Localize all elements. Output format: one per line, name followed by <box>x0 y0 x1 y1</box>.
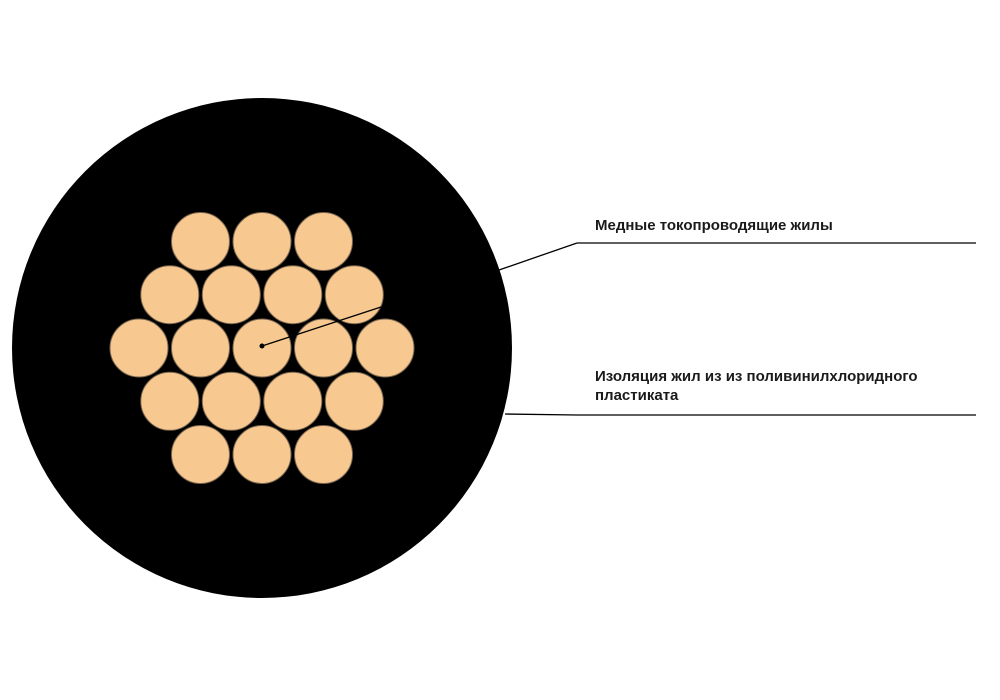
copper-strand-17 <box>171 425 230 484</box>
leader-line-conductors-dot <box>259 343 265 349</box>
copper-strand-5 <box>201 265 261 325</box>
copper-strand-7 <box>324 265 384 325</box>
copper-strand-16 <box>324 371 384 431</box>
copper-strand-19 <box>294 425 353 484</box>
leader-lines-group <box>259 242 976 416</box>
label-insulation-line2: пластиката <box>595 387 679 404</box>
copper-strand-11 <box>294 318 353 378</box>
label-insulation: Изоляция жил из из поливинилхлоридного п… <box>595 367 918 405</box>
copper-strand-13 <box>140 371 200 431</box>
copper-strands-group <box>109 212 415 484</box>
copper-strand-1 <box>171 212 230 271</box>
label-insulation-line1: Изоляция жил из из поливинилхлоридного <box>595 368 918 385</box>
copper-strand-12 <box>355 318 415 378</box>
copper-strand-9 <box>171 318 230 378</box>
copper-strand-14 <box>201 371 261 431</box>
copper-strand-18 <box>232 425 292 484</box>
copper-strand-3 <box>294 212 353 271</box>
copper-strand-4 <box>140 265 200 325</box>
leader-line-conductors-outer <box>498 242 578 271</box>
leader-line-insulation-inner <box>504 413 578 416</box>
copper-strand-6 <box>263 265 323 325</box>
leader-line-conductors-diagonal <box>261 306 382 347</box>
label-copper-conductors: Медные токопроводящие жилы <box>595 217 833 234</box>
copper-strand-15 <box>263 371 323 431</box>
copper-strand-2 <box>232 212 292 271</box>
copper-strand-8 <box>109 318 169 378</box>
